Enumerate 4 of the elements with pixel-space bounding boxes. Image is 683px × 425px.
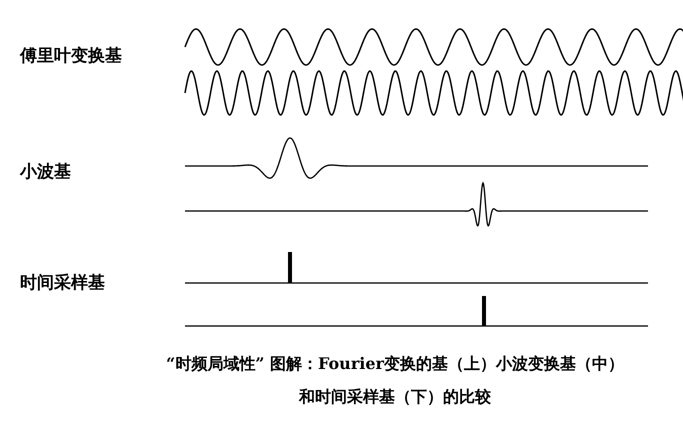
row-label: 傅里叶变换基 bbox=[20, 45, 122, 68]
row-label: 时间采样基 bbox=[20, 272, 105, 295]
figure-caption: “时频局域性” 图解：Fourier变换的基（上）小波变换基（中）和时间采样基（下）的比较 bbox=[165, 353, 625, 408]
row-label: 小波基 bbox=[20, 161, 71, 184]
